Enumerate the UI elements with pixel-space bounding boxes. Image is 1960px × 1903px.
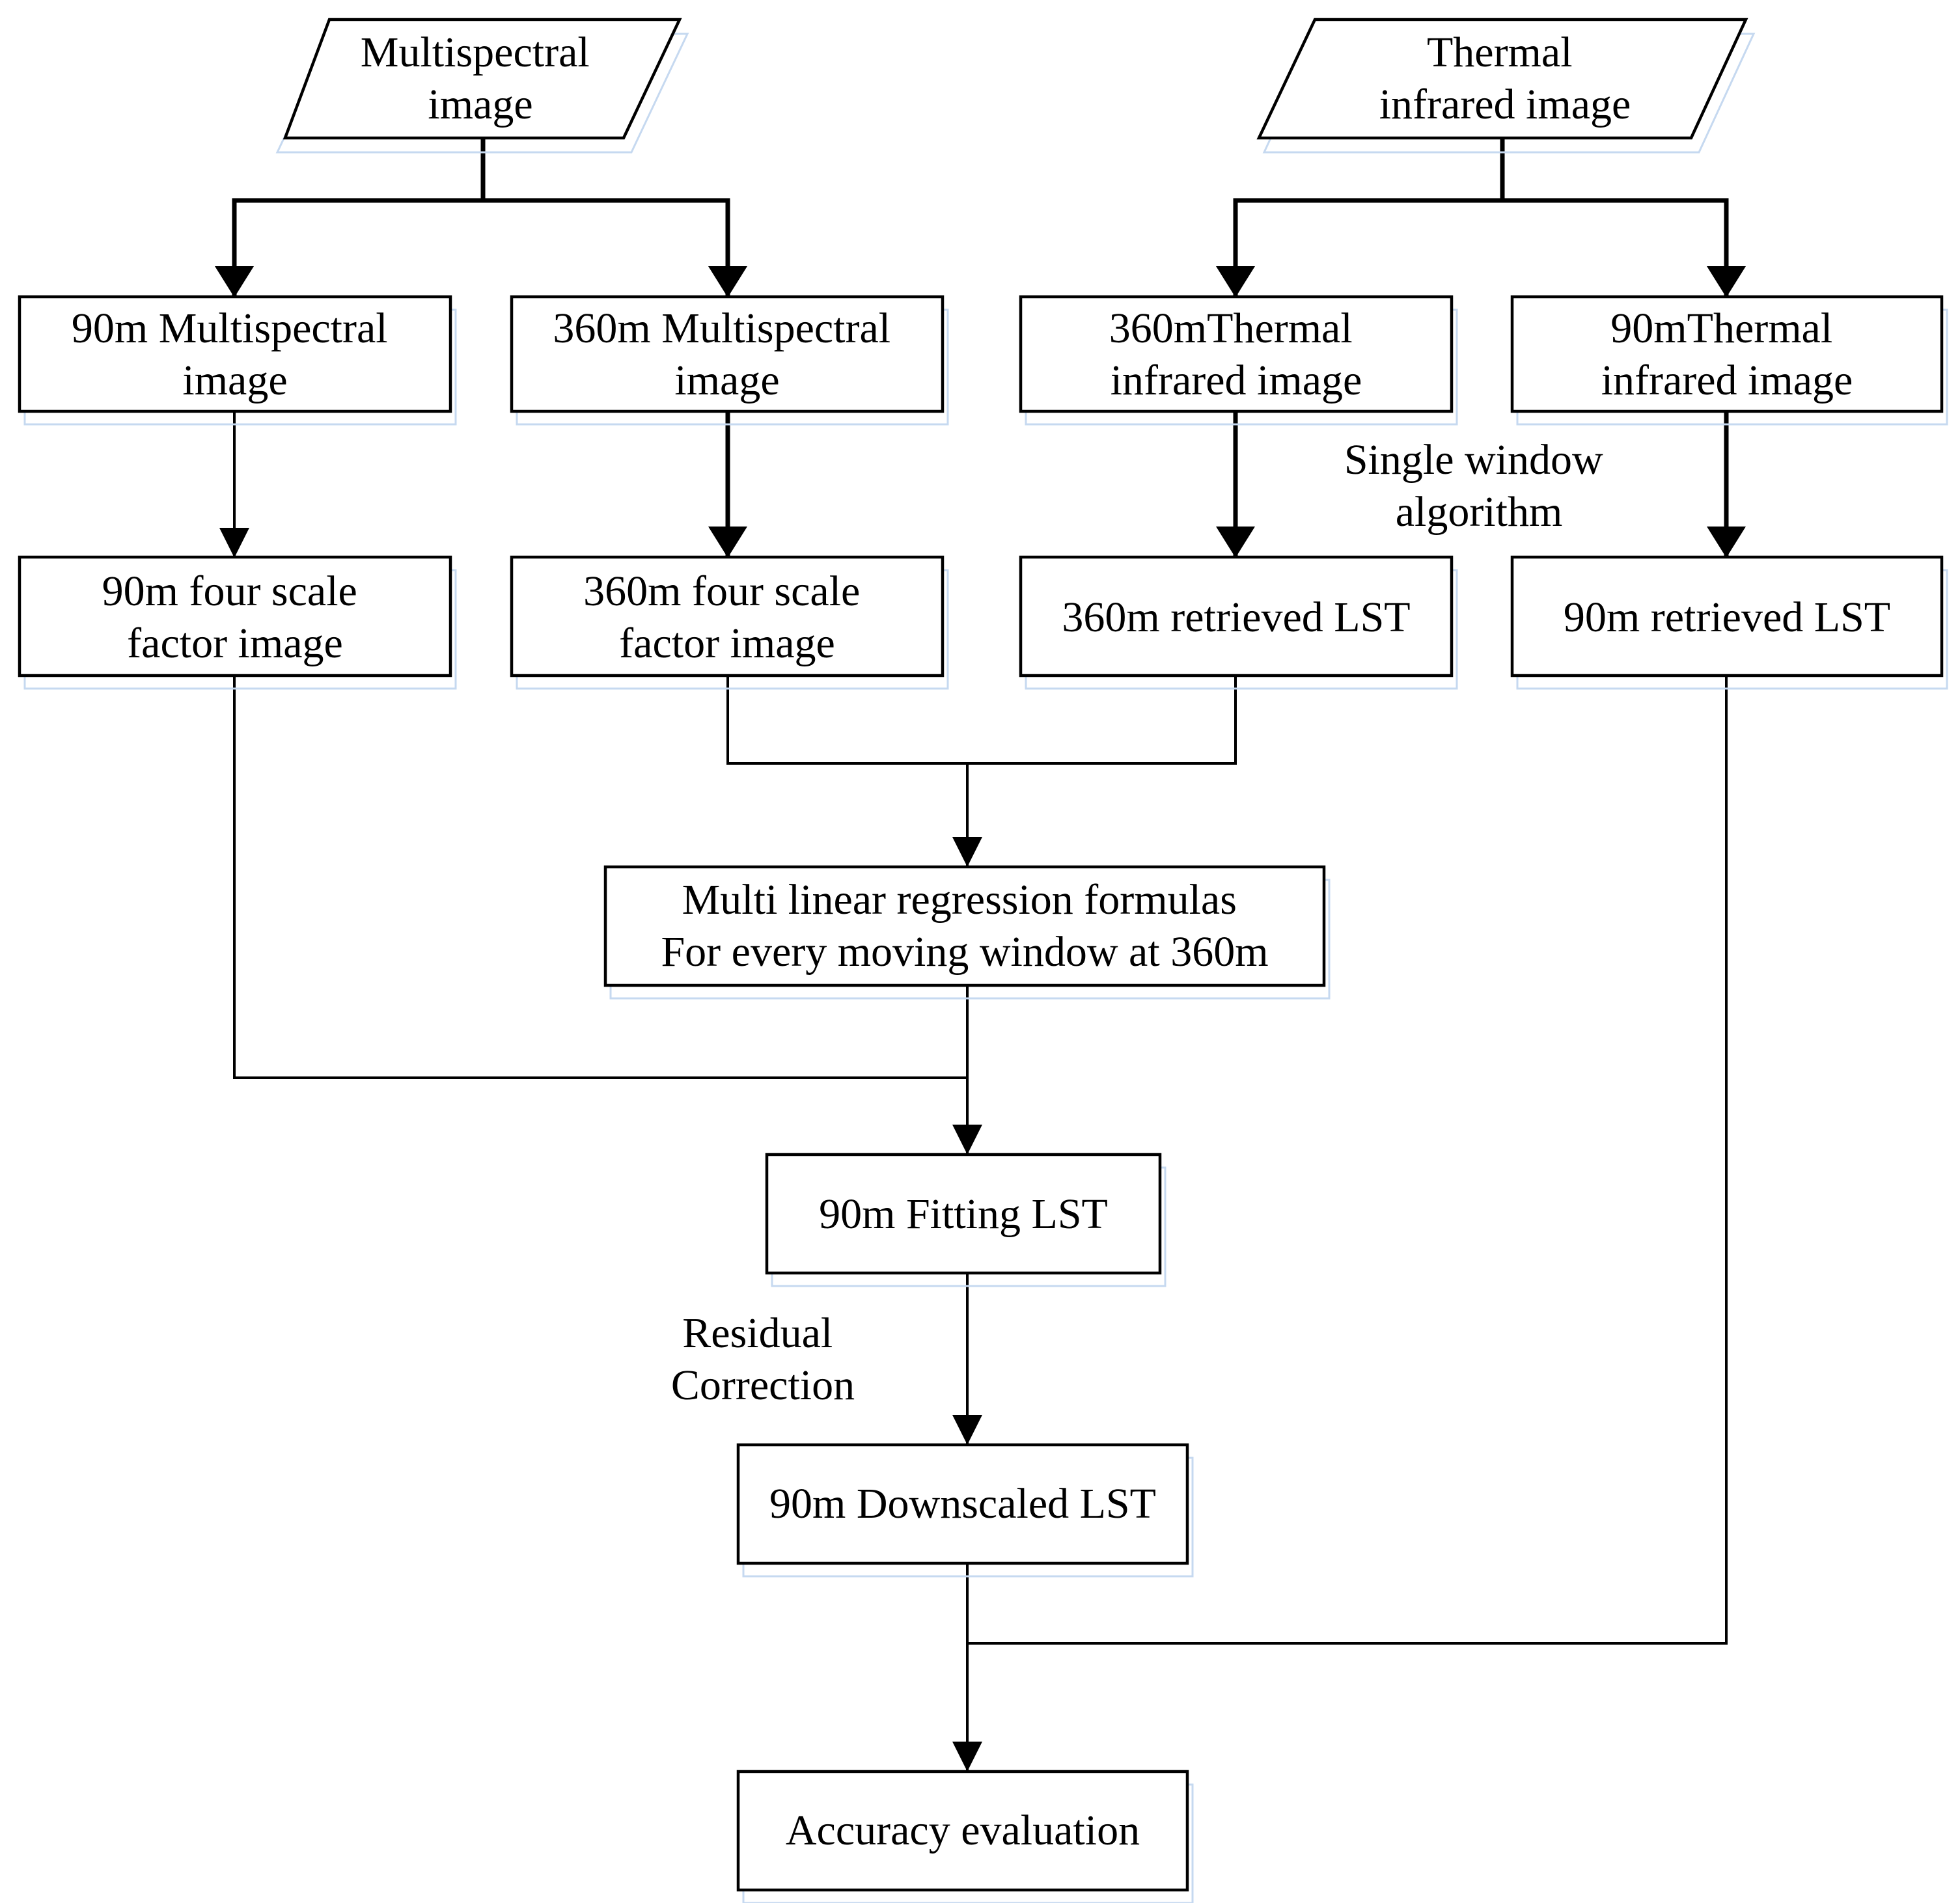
svg-text:360mThermal infrared ima: 360mThermal infrared image	[1109, 305, 1363, 404]
svg-text:Multi linear regression formul: Multi linear regression formulas For eve…	[661, 876, 1268, 976]
svg-text:Accuracy evaluation: Accuracy evaluation	[786, 1807, 1140, 1854]
node-360m-scale-factor: 360m four scale factor image	[510, 555, 949, 690]
svg-text:90m four scale factor im: 90m four scale factor image	[102, 568, 368, 667]
connector-to-accuracy	[952, 677, 1728, 1772]
node-90m-retrieved-lst: 90m retrieved LST	[1510, 555, 1948, 690]
node-90m-multispectral: 90m Multispectral image	[18, 295, 457, 426]
svg-text:Multispectral image: Multispectral image	[361, 29, 600, 128]
node-fitting-lst: 90m Fitting LST	[765, 1153, 1166, 1287]
node-regression: Multi linear regression formulas For eve…	[603, 865, 1331, 1000]
annotation-residual-correction: Residual Correction	[671, 1309, 855, 1409]
node-90m-thermal: 90mThermal infrared image	[1510, 295, 1948, 426]
node-90m-scale-factor: 90m four scale factor image	[18, 555, 457, 690]
connector-thermal-split	[1216, 137, 1746, 297]
connector-to-fitting	[233, 677, 982, 1155]
node-downscaled-lst: 90m Downscaled LST	[736, 1443, 1194, 1578]
svg-text:90m Fitting LST: 90m Fitting LST	[819, 1190, 1108, 1238]
connector-to-regression	[726, 677, 1237, 867]
svg-text:90mThermal infrared imag: 90mThermal infrared image	[1601, 305, 1853, 404]
node-360m-multispectral: 360m Multispectral image	[510, 295, 949, 426]
svg-text:Thermal infrared image: Thermal infrared image	[1379, 29, 1631, 128]
node-accuracy-evaluation: Accuracy evaluation	[736, 1770, 1194, 1903]
connector-multispectral-split	[215, 137, 747, 297]
svg-text:90m retrieved LST: 90m retrieved LST	[1564, 594, 1890, 641]
annotation-single-window: Single window algorithm	[1344, 436, 1614, 536]
svg-text:90m Downscaled LST: 90m Downscaled LST	[769, 1480, 1156, 1527]
node-360m-thermal: 360mThermal infrared image	[1019, 295, 1458, 426]
node-thermal-input: Thermal infrared image	[1256, 18, 1756, 154]
svg-text:360m retrieved LST: 360m retrieved LST	[1062, 594, 1410, 641]
node-360m-retrieved-lst: 360m retrieved LST	[1019, 555, 1458, 690]
svg-text:360m four scale factor i: 360m four scale factor image	[583, 568, 871, 667]
node-multispectral-input: Multispectral image	[275, 18, 689, 154]
svg-text:90m Multispectral image: 90m Multispectral image	[72, 305, 398, 404]
svg-text:360m Multispectral image: 360m Multispectral image	[553, 305, 901, 404]
